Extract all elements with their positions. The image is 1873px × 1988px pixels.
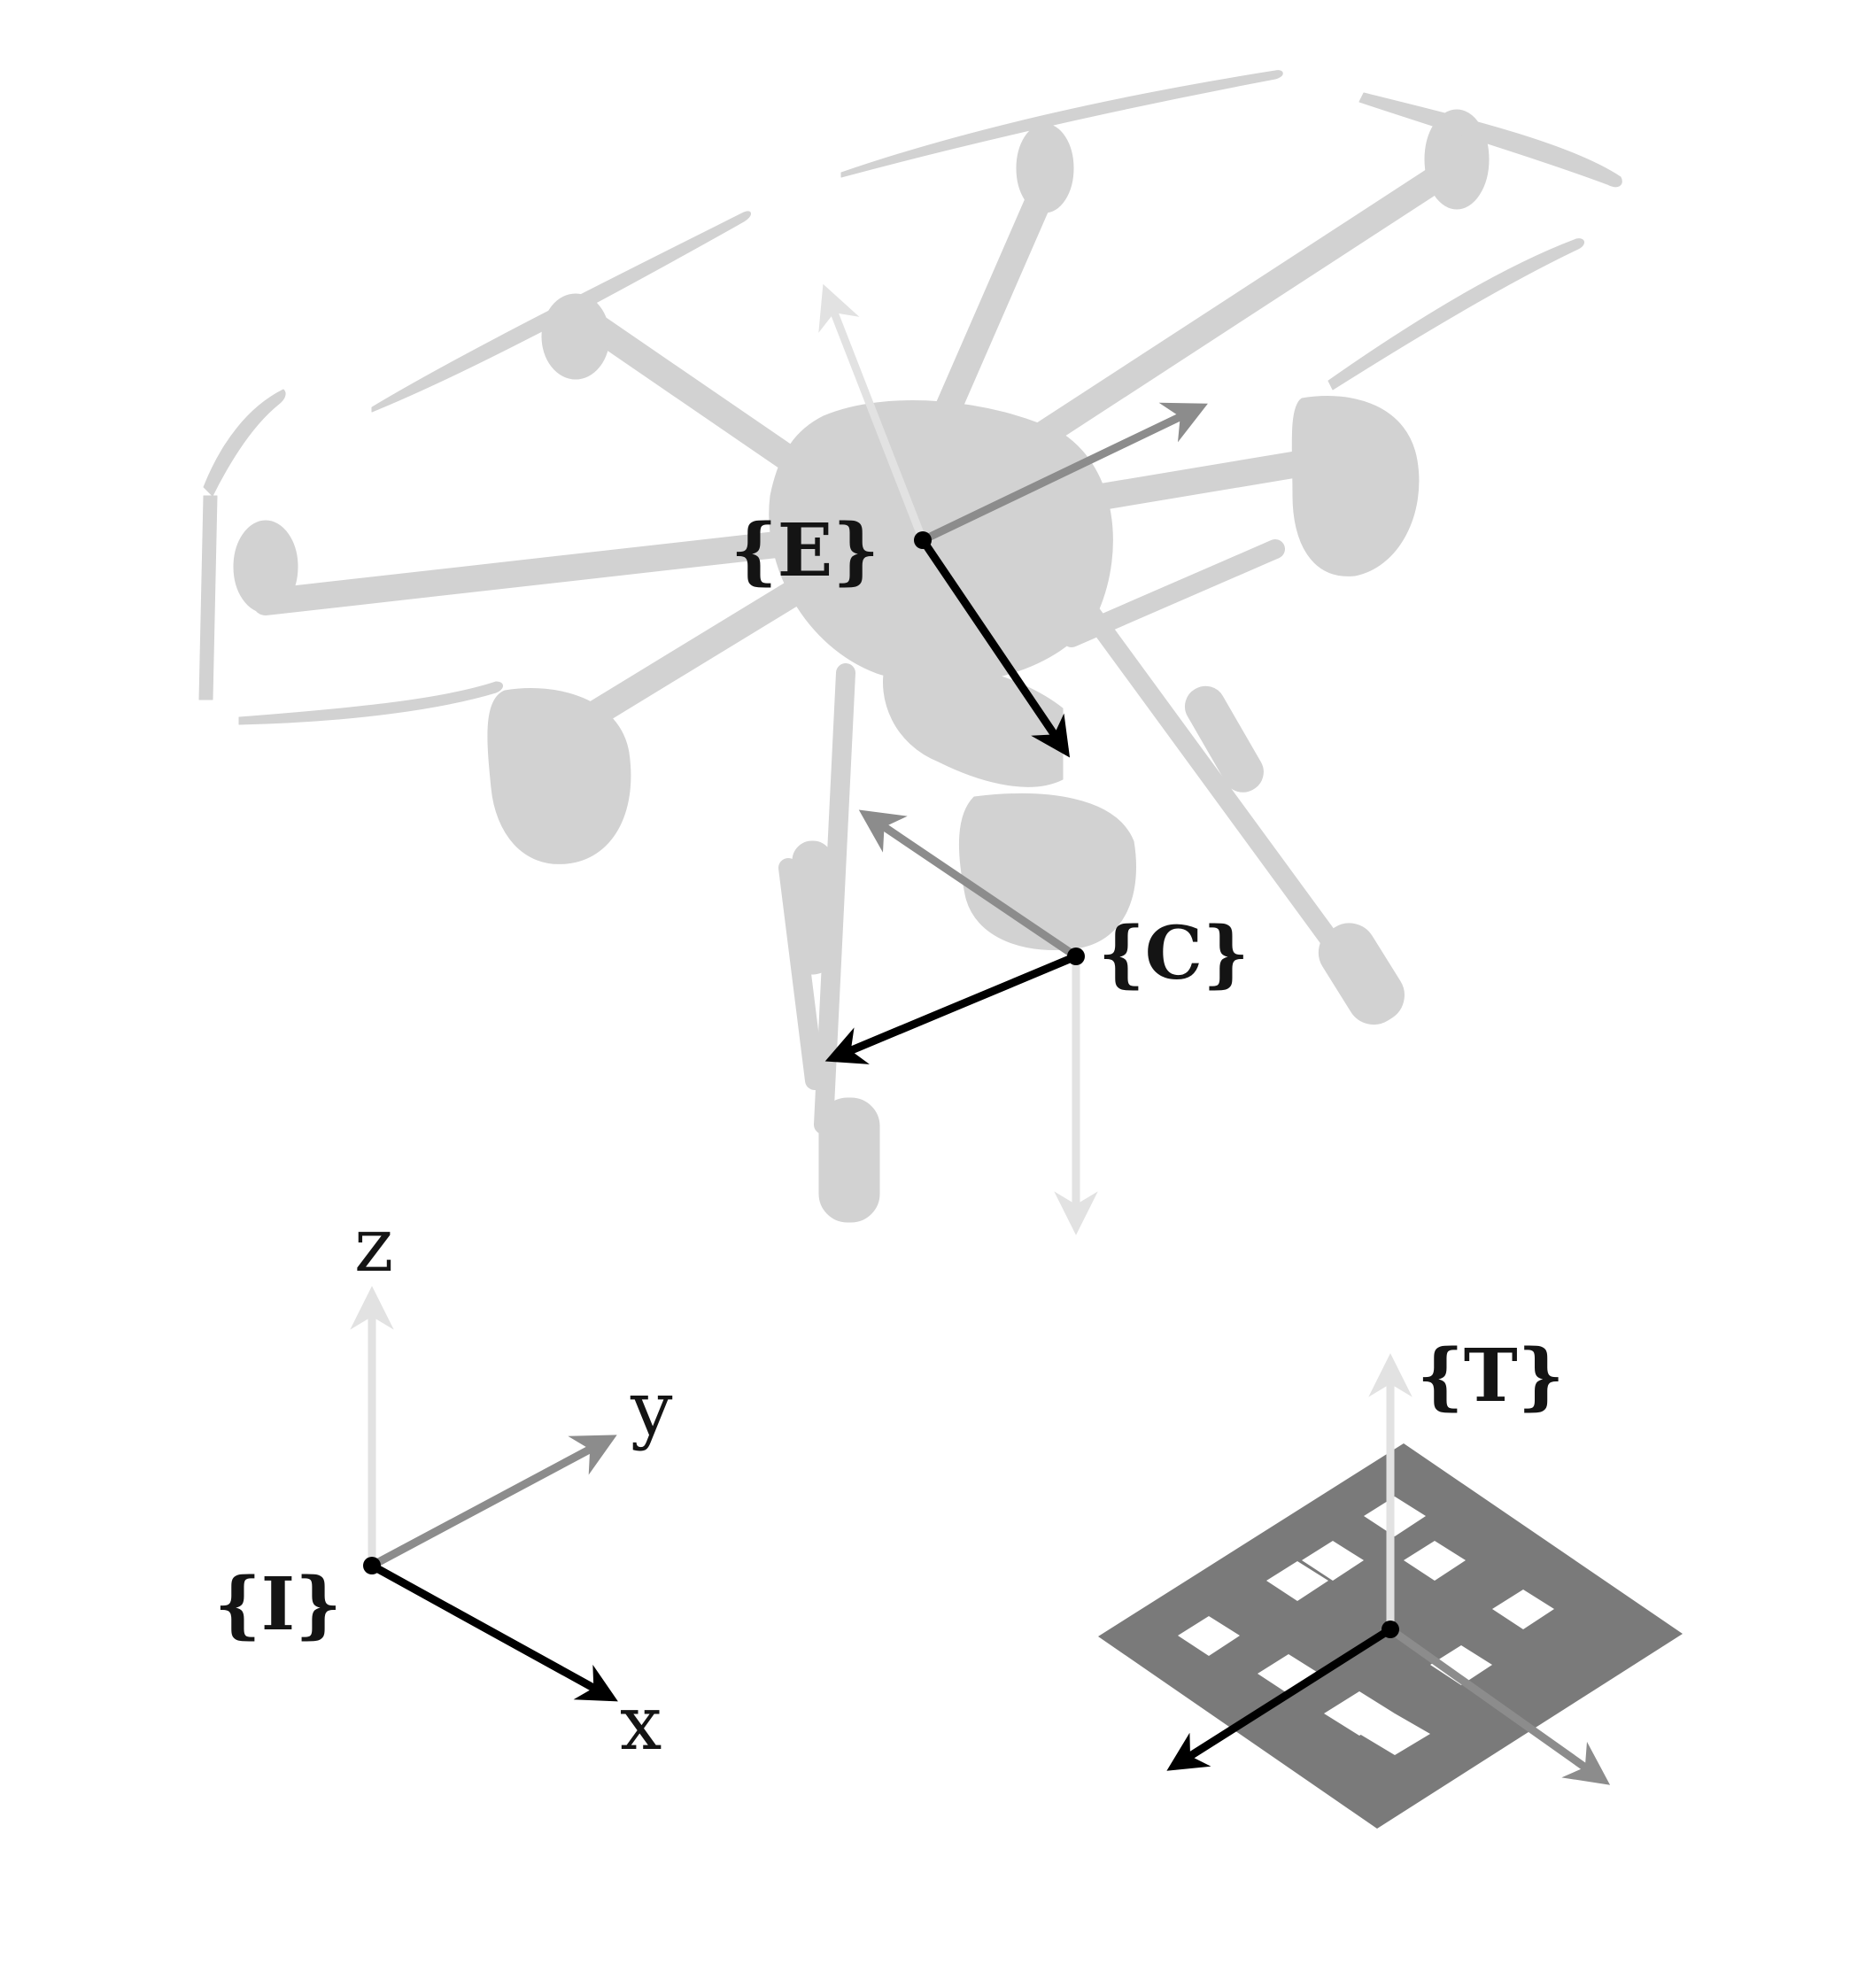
frame-C-label: {C} <box>1098 911 1250 996</box>
frame-C-x-axis <box>824 952 1078 1064</box>
frame-T-x-axis <box>1166 1626 1393 1771</box>
frame-I-x-axis <box>369 1562 618 1702</box>
frame-E-x-axis <box>919 538 1071 758</box>
frame-I-z-label: z <box>354 1202 393 1288</box>
frame-E-y-axis <box>921 402 1208 545</box>
frame-I-y-axis <box>369 1435 617 1569</box>
frame-C: {C} <box>824 809 1250 1235</box>
frame-C-origin <box>1067 948 1085 965</box>
frame-C-y-axis <box>858 809 1079 960</box>
frame-I-x-label: x <box>620 1680 662 1767</box>
frame-T-y-axis <box>1388 1626 1611 1785</box>
frame-E-origin <box>914 531 932 549</box>
frame-T-label: {T} <box>1417 1334 1564 1419</box>
frame-T-origin <box>1382 1621 1399 1638</box>
frame-E-label: {E} <box>731 508 879 593</box>
frame-I-label: {I} <box>214 1562 342 1647</box>
frame-T: {T} <box>1098 1334 1683 1829</box>
frame-I: {I} z y x <box>214 1202 673 1767</box>
hexacopter-drone-silhouette <box>198 70 1622 1223</box>
frame-I-y-label: y <box>630 1365 673 1452</box>
frame-I-origin <box>363 1557 381 1574</box>
frame-E: {E} <box>731 283 1208 758</box>
frame-E-z-axis <box>818 283 927 542</box>
